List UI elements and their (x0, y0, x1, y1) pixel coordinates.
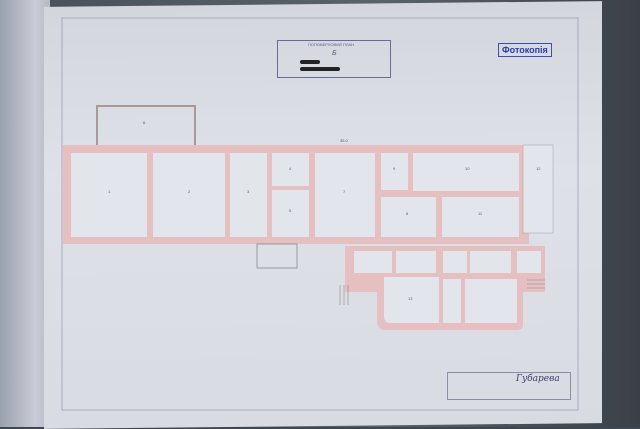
svg-text:10: 10 (465, 166, 470, 171)
stamp-letter: Б (332, 50, 337, 57)
room-1 (71, 153, 147, 237)
room-2 (153, 153, 225, 237)
room-9 (381, 153, 408, 190)
signature: Губарева (516, 374, 560, 384)
svg-text:13: 13 (408, 296, 413, 301)
redaction (300, 60, 320, 64)
stairs (339, 279, 545, 305)
redaction (300, 67, 340, 71)
room-3 (230, 153, 267, 237)
room-labels: 1 2 3 4 5 6 7 8 9 10 11 12 13 (108, 120, 541, 301)
inventory-stamp: ПОПОВЕРХОВИЙ ПЛАН Б (277, 40, 391, 78)
svg-text:6: 6 (143, 120, 146, 125)
svg-text:12: 12 (536, 166, 541, 171)
svg-text:8: 8 (406, 211, 409, 216)
main-rooms (71, 153, 519, 237)
svg-text:9: 9 (393, 166, 396, 171)
stamp-title: ПОПОВЕРХОВИЙ ПЛАН (308, 42, 355, 47)
room-8 (381, 197, 436, 237)
room-11 (442, 197, 519, 237)
photocopy-stamp: Фотокопія (498, 43, 552, 57)
left-page-edge (0, 0, 50, 427)
svg-text:7: 7 (343, 189, 346, 194)
porch (256, 243, 298, 269)
svg-text:5: 5 (289, 208, 292, 213)
svg-text:1: 1 (108, 189, 111, 194)
svg-text:11: 11 (478, 211, 483, 216)
lower-rooms (354, 251, 541, 323)
svg-text:3: 3 (247, 189, 250, 194)
room-5 (272, 190, 309, 237)
dimension-top: 35.0 (340, 138, 349, 143)
sheet-frame (61, 17, 579, 411)
room-4 (272, 153, 309, 186)
right-room (522, 144, 554, 234)
room-7 (315, 153, 375, 237)
svg-text:4: 4 (289, 166, 292, 171)
svg-text:2: 2 (188, 189, 191, 194)
annex-walls (96, 105, 196, 147)
title-block: Губарева (447, 372, 571, 400)
room-10 (413, 153, 519, 191)
